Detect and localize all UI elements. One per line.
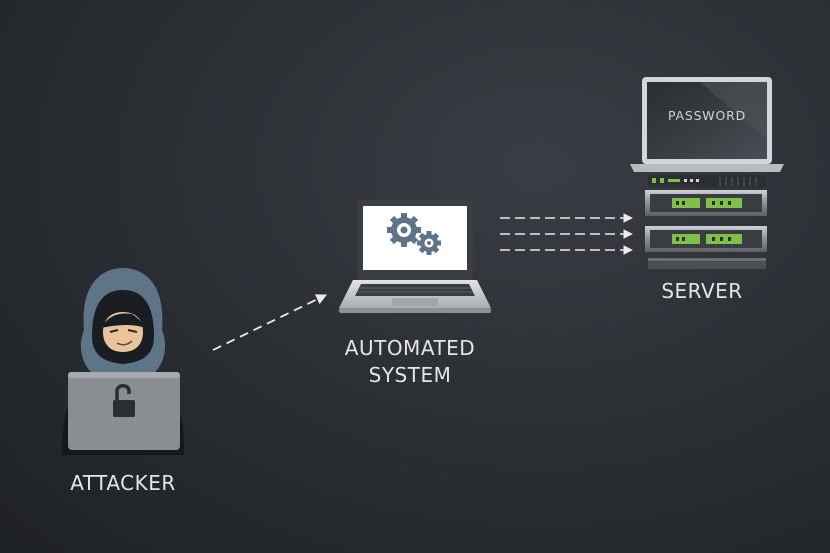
server-rack-icon	[630, 77, 784, 269]
system-label-line1: AUTOMATED	[344, 336, 476, 360]
password-screen-text: PASSWORD	[667, 108, 747, 123]
arrow-attacker-to-system	[212, 294, 327, 351]
system-label-line2: SYSTEM	[368, 363, 452, 387]
server-label: SERVER	[661, 279, 743, 303]
hooded-hacker-icon	[61, 268, 185, 455]
gear-large-icon	[387, 213, 421, 247]
gear-small-icon	[417, 231, 441, 255]
attacker-label: ATTACKER	[70, 471, 176, 495]
laptop-gears-icon	[339, 200, 491, 313]
